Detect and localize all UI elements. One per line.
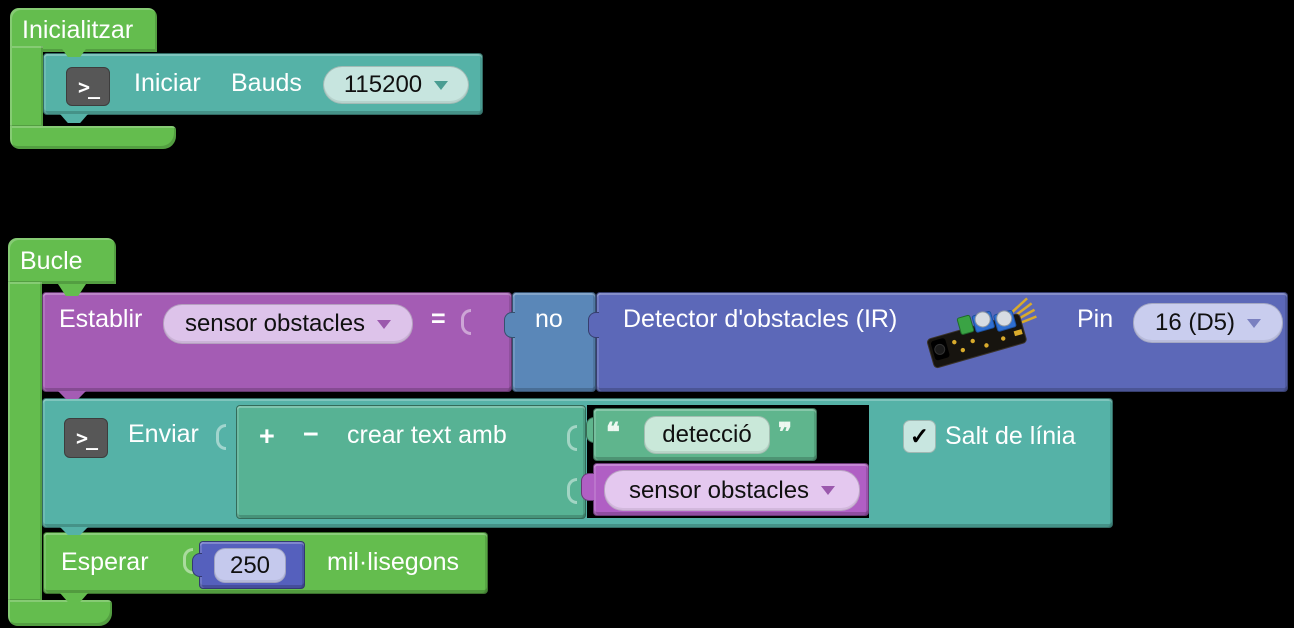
duration-input[interactable]: 250: [214, 548, 286, 583]
inicialitzar-spine: [10, 46, 43, 128]
string-block-left-tab: [586, 417, 596, 443]
value-socket: [183, 548, 193, 574]
dropdown-arrow-icon: [1247, 318, 1262, 328]
serial-print-label: Enviar: [128, 420, 199, 448]
string-literal-block[interactable]: ❝ detecció ❞: [593, 408, 817, 461]
detector-label: Detector d'obstacles (IR): [623, 305, 898, 333]
bucle-foot: [8, 600, 112, 626]
pin-value: 16 (D5): [1154, 309, 1236, 336]
set-variable-label: Establir: [59, 305, 143, 333]
dropdown-arrow-icon: [434, 80, 449, 90]
set-variable-block[interactable]: Establir sensor obstacles =: [42, 292, 512, 392]
number-block-left-tab: [192, 553, 202, 577]
add-item-button[interactable]: +: [259, 421, 275, 451]
inicialitzar-label: Inicialitzar: [22, 16, 134, 44]
duration-value: 250: [229, 551, 271, 579]
value-socket: [567, 478, 577, 504]
variable-name: sensor obstacles: [628, 476, 810, 504]
baud-rate-dropdown[interactable]: 115200: [323, 66, 469, 104]
equals-sign: =: [431, 305, 446, 333]
string-input[interactable]: detecció: [644, 416, 770, 454]
variable-block-left-tab: [581, 473, 594, 501]
ir-obstacle-sensor-image: [927, 297, 1037, 369]
remove-item-button[interactable]: −: [303, 419, 319, 449]
create-text-block[interactable]: + − crear text amb: [236, 405, 586, 519]
value-socket: [216, 424, 226, 450]
variable-name: sensor obstacles: [184, 310, 366, 337]
delay-block[interactable]: Esperar 250 mil·lisegons: [43, 532, 488, 594]
delay-label: Esperar: [61, 548, 149, 576]
delay-bottom-tab: [60, 593, 88, 602]
serial-begin-label: Iniciar: [134, 69, 201, 97]
pin-label: Pin: [1077, 305, 1114, 333]
variable-dropdown[interactable]: sensor obstacles: [604, 470, 860, 511]
baud-rate-value: 115200: [343, 71, 423, 98]
no-block-left-tab: [504, 312, 515, 338]
terminal-glyph: >_: [77, 74, 100, 99]
close-quote-icon: ❞: [778, 417, 792, 447]
no-label: no: [535, 305, 563, 333]
terminal-glyph: >_: [75, 426, 98, 450]
bauds-label: Bauds: [231, 69, 302, 97]
number-block[interactable]: 250: [199, 541, 305, 589]
set-block-bottom-tab: [58, 391, 86, 399]
bucle-hat-block[interactable]: Bucle: [8, 238, 116, 284]
serial-print-block[interactable]: >_ Enviar + − crear text amb ❝ detecció …: [42, 398, 1113, 528]
value-socket: [461, 309, 471, 335]
checkmark-icon: ✓: [909, 423, 930, 449]
dropdown-arrow-icon: [821, 486, 836, 495]
variable-dropdown[interactable]: sensor obstacles: [163, 304, 413, 344]
open-quote-icon: ❝: [606, 417, 620, 447]
newline-label: Salt de línia: [945, 422, 1076, 450]
serial-print-bottom-tab: [60, 527, 88, 535]
inicialitzar-hat-block[interactable]: Inicialitzar: [10, 8, 157, 52]
string-value: detecció: [662, 421, 752, 448]
inicialitzar-connector-tab: [60, 46, 88, 57]
create-text-label: crear text amb: [347, 421, 507, 449]
detector-left-tab: [588, 312, 599, 338]
inicialitzar-foot: [10, 126, 176, 149]
pin-dropdown[interactable]: 16 (D5): [1133, 303, 1283, 343]
bucle-label: Bucle: [20, 247, 83, 275]
value-socket: [567, 425, 577, 451]
dropdown-arrow-icon: [377, 319, 392, 329]
serial-begin-bottom-tab: [60, 114, 88, 123]
ir-obstacle-detector-block[interactable]: Detector d'obstacles (IR): [596, 292, 1288, 392]
variable-value-block[interactable]: sensor obstacles: [593, 463, 869, 516]
bucle-connector-tab: [58, 284, 86, 296]
serial-begin-block[interactable]: >_ Iniciar Bauds 115200: [43, 53, 483, 115]
terminal-icon: >_: [66, 67, 110, 106]
newline-checkbox[interactable]: ✓: [903, 420, 936, 453]
milliseconds-label: mil·lisegons: [327, 548, 459, 576]
logic-negate-block[interactable]: no: [512, 292, 596, 392]
terminal-icon: >_: [64, 418, 108, 458]
bucle-spine: [8, 282, 42, 602]
